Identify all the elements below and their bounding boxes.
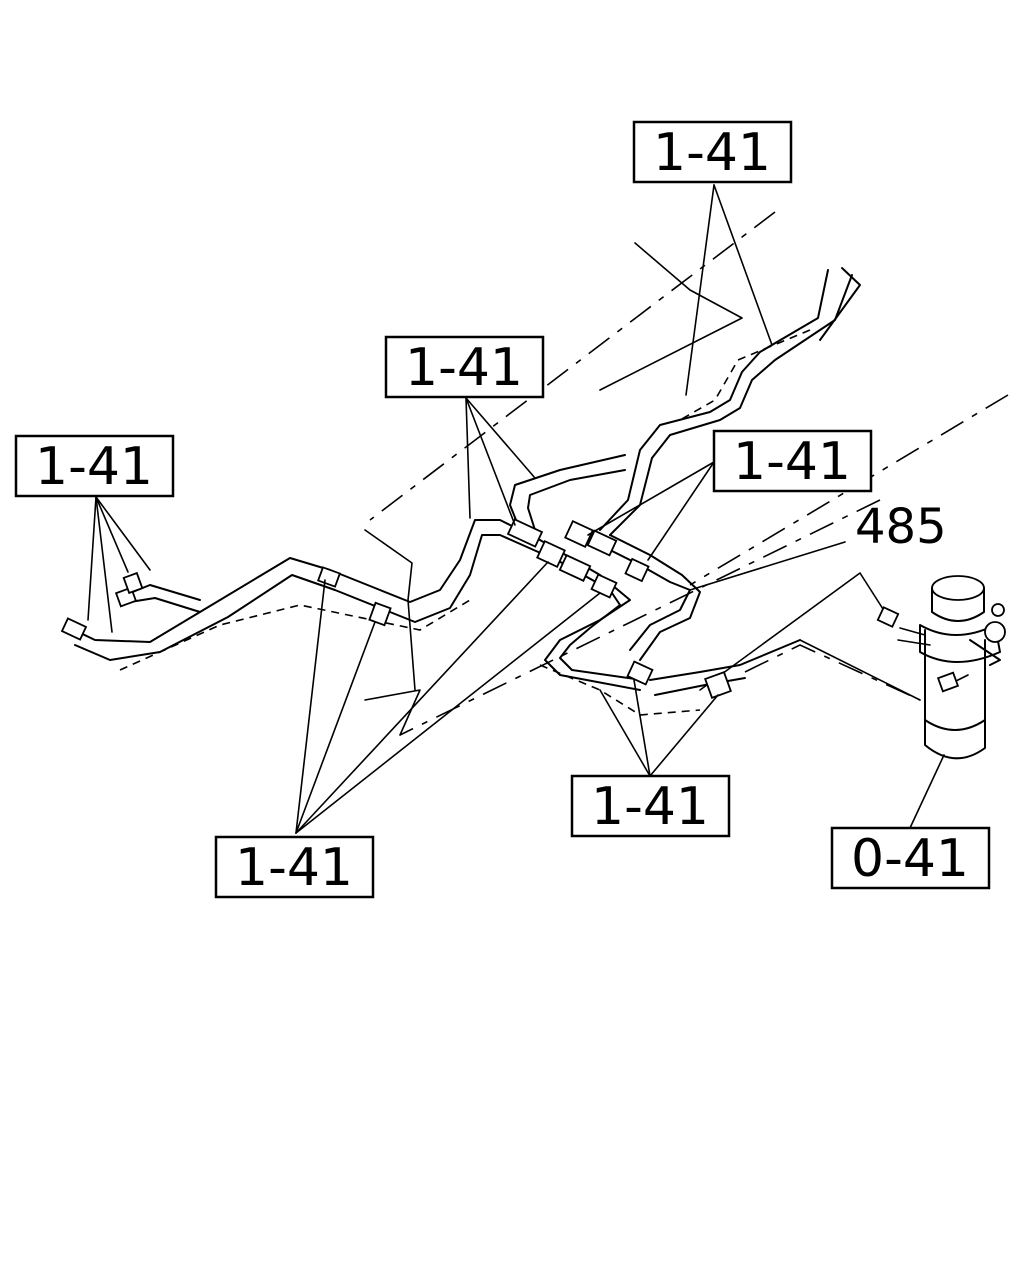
callout-right: 1-41 bbox=[712, 429, 873, 493]
callout-right-label: 1-41 bbox=[733, 432, 851, 492]
chassis-reference-lines bbox=[364, 211, 1009, 736]
callout-mid-label: 1-41 bbox=[405, 338, 523, 398]
callout-filter-label: 0-41 bbox=[851, 829, 969, 889]
callout-left-label: 1-41 bbox=[35, 437, 153, 497]
callout-bottom-mid: 1-41 bbox=[570, 774, 731, 838]
fuel-filter bbox=[919, 575, 1006, 760]
callout-bottom-left-label: 1-41 bbox=[235, 838, 353, 898]
callout-bottom-left: 1-41 bbox=[214, 835, 375, 899]
pipe-clamps bbox=[60, 518, 960, 699]
callout-left: 1-41 bbox=[14, 434, 175, 498]
callout-top-label: 1-41 bbox=[653, 123, 771, 183]
callout-filter: 0-41 bbox=[830, 826, 991, 890]
part-number-label: 485 bbox=[855, 499, 947, 555]
callout-mid: 1-41 bbox=[384, 335, 545, 399]
callout-bottom-mid-label: 1-41 bbox=[591, 777, 709, 837]
callout-top: 1-41 bbox=[632, 120, 793, 184]
leader-lines bbox=[87, 184, 945, 834]
